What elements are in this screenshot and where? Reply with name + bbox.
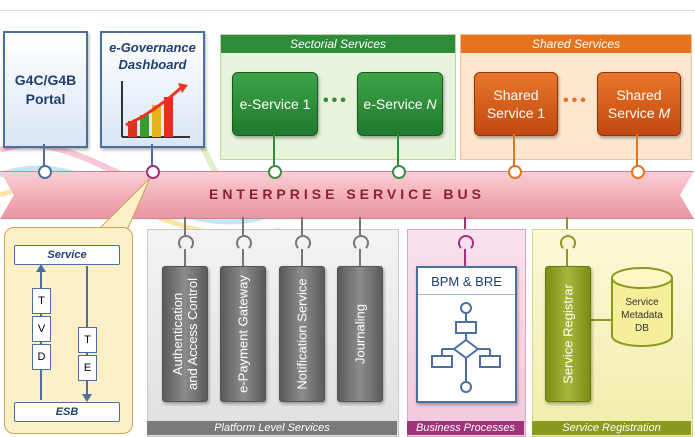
bpm-bre-label: BPM & BRE [431, 274, 502, 289]
db-label-line3: DB [635, 323, 649, 334]
platform-services-footer: Platform Level Services [147, 421, 397, 435]
service-registration-footer: Service Registration [532, 421, 691, 435]
portal-line2: Portal [25, 91, 66, 107]
auth-access-control-service[interactable]: Authentication and Access Control [162, 266, 208, 402]
dashboard-line1: e-Governance [109, 40, 196, 55]
shared-service-1-line2: Service 1 [486, 105, 546, 121]
service-header: Service [14, 245, 120, 265]
db-label-line2: Metadata [621, 310, 663, 321]
service-header-label: Service [47, 249, 87, 261]
shared-service-m-connector [631, 165, 645, 179]
shared-service-1-connector [508, 165, 522, 179]
portal-title: G4C/G4B Portal [5, 71, 86, 109]
e-service-1-button[interactable]: e-Service 1 [232, 72, 318, 136]
bar-chart-icon [121, 81, 190, 138]
shared-service-1-line1: Shared [493, 87, 539, 103]
e-payment-gateway-service[interactable]: e-Payment Gateway [220, 266, 266, 402]
shared-service-1-label: Shared Service 1 [487, 86, 545, 122]
shared-service-m-line2: Service M [608, 104, 670, 122]
e-service-n-suffix: N [426, 96, 437, 112]
database-label: Service Metadata DB [610, 296, 674, 335]
shared-ellipsis: ••• [563, 92, 589, 109]
sectorial-services-title: Sectorial Services [221, 35, 455, 53]
e-service-n-connector [392, 165, 406, 179]
registrar-socket-icon [560, 235, 576, 251]
notification-service[interactable]: Notification Service [279, 266, 325, 402]
auth-socket-icon [178, 235, 194, 251]
shared-services-title: Shared Services [461, 35, 691, 53]
bpm-socket-icon [458, 235, 474, 251]
service-registrar-box[interactable]: Service Registrar [545, 266, 591, 402]
esb-footer-box: ESB [14, 402, 120, 422]
flowchart-icon [418, 294, 515, 393]
e-service-n-button[interactable]: e-Service N [357, 72, 443, 136]
shared-service-m-line1: Shared [616, 87, 662, 103]
payment-socket-icon [236, 235, 252, 251]
portal-box[interactable]: G4C/G4B Portal [3, 31, 88, 148]
e-service-1-label: e-Service 1 [239, 96, 311, 112]
shared-service-m-button[interactable]: Shared Service M [597, 72, 681, 136]
shared-service-m-label: Shared Service M [608, 86, 670, 122]
journaling-socket-icon [353, 235, 369, 251]
esb-footer-label: ESB [55, 406, 79, 418]
stack-left-1: T [32, 288, 51, 314]
shared-service-m-suffix: M [658, 105, 671, 121]
dashboard-box[interactable]: e-Governance Dashboard [100, 31, 205, 148]
e-service-n-label: e-Service N [363, 96, 436, 112]
e-service-1-connector [268, 165, 282, 179]
stack-left-3: D [32, 344, 51, 370]
portal-line1: G4C/G4B [14, 72, 77, 88]
dashboard-line2: Dashboard [118, 57, 187, 72]
top-rule [0, 10, 695, 11]
stack-right-1: T [78, 327, 97, 353]
esb-label: ENTERPRISE SERVICE BUS [208, 186, 485, 202]
sectorial-ellipsis: ••• [323, 92, 349, 109]
business-processes-footer: Business Processes [407, 421, 524, 435]
database-icon[interactable] [610, 266, 674, 350]
portal-connector [38, 165, 52, 179]
shared-service-m-prefix: Service [607, 105, 659, 121]
service-registrar-label: Service Registrar [560, 284, 576, 384]
stack-left-2: V [32, 316, 51, 342]
stack-right-2: E [78, 355, 97, 381]
enterprise-service-bus[interactable]: ENTERPRISE SERVICE BUS [0, 171, 694, 219]
notification-socket-icon [295, 235, 311, 251]
db-label-line1: Service [625, 297, 659, 308]
bpm-bre-box[interactable]: BPM & BRE [416, 266, 517, 403]
shared-service-1-button[interactable]: Shared Service 1 [474, 72, 558, 136]
dashboard-connector [146, 165, 160, 179]
dashboard-title: e-Governance Dashboard [102, 39, 203, 73]
journaling-service[interactable]: Journaling [337, 266, 383, 402]
e-service-n-prefix: e-Service [363, 96, 427, 112]
